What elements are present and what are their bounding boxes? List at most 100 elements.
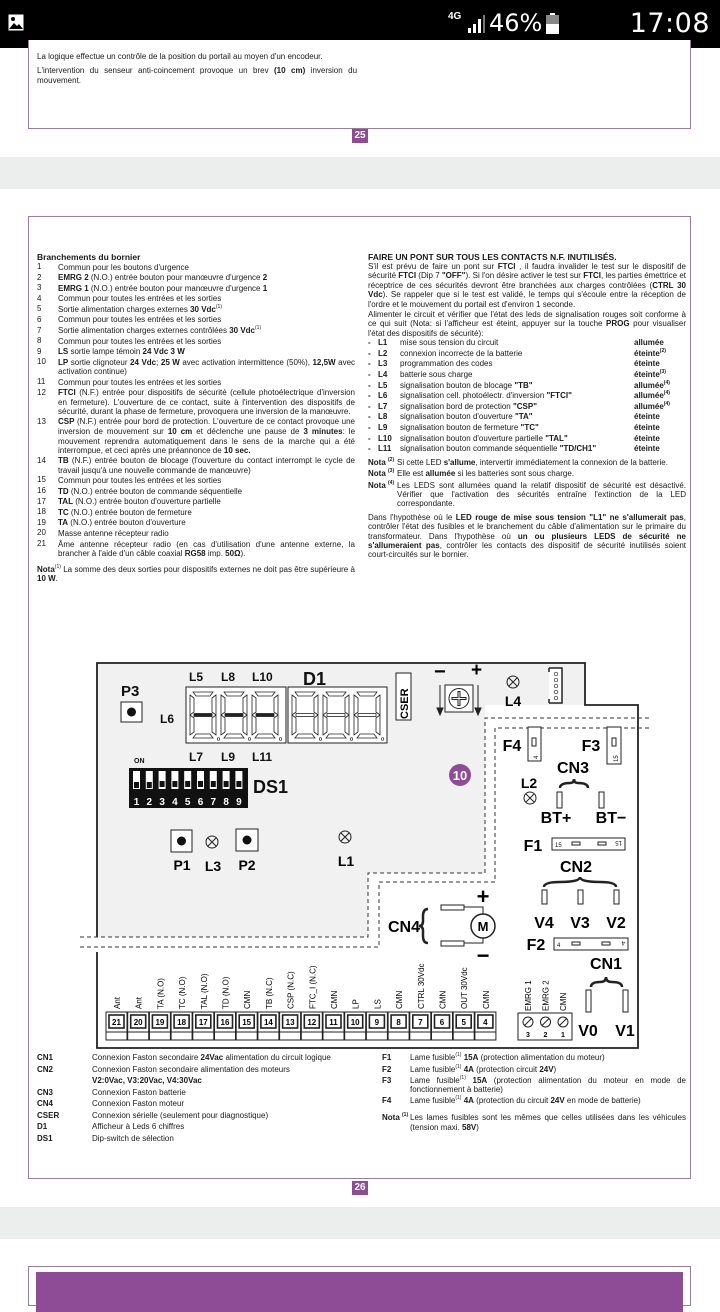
terminal-number: 8	[396, 1018, 401, 1027]
motor-minus: −	[477, 943, 490, 968]
legend-key: F3	[382, 1076, 392, 1085]
item-text: Masse antenne récepteur radio	[58, 528, 169, 538]
terminal-number: 11	[329, 1018, 338, 1027]
decimal-point	[278, 737, 283, 741]
terminal-label: TAL (N.O)	[200, 973, 209, 1009]
dip-number: 1	[134, 797, 140, 808]
dip-lever	[198, 781, 203, 787]
terminal-screw	[477, 1014, 494, 1029]
item-text: Commun pour toutes les entrées et les so…	[58, 377, 222, 387]
dip-switch-7	[209, 771, 217, 789]
terminal-label: Ant	[135, 996, 144, 1009]
led-code: L7	[378, 401, 388, 411]
terminal-number: 5	[461, 1018, 466, 1027]
signal-icon	[468, 15, 485, 33]
item-text: TA (N.O.) entrée bouton d'ouverture	[58, 518, 186, 528]
fuse-f1-rating: 15	[615, 839, 622, 845]
bullet: -	[368, 391, 371, 401]
legend-text: Lame fusible(1) 15A (protection alimenta…	[410, 1052, 605, 1063]
legend-key	[37, 1075, 92, 1087]
label-f4: F4	[503, 738, 522, 755]
nota-row: Nota (2)Si cette LED s'allume, intervert…	[368, 457, 686, 467]
screw-slot	[524, 1018, 532, 1026]
label-l3: L3	[205, 858, 222, 874]
paragraph: Alimenter le circuit et vérifier que l'é…	[368, 310, 686, 338]
legend-text: Dip-switch de sélection	[92, 1133, 174, 1143]
dip-number: 2	[147, 797, 153, 808]
label-l8: L8	[221, 670, 235, 684]
bullet: -	[368, 338, 371, 348]
item-number: 6	[37, 314, 42, 324]
terminal-number: 19	[155, 1018, 164, 1027]
segment-middle	[295, 713, 315, 717]
terminal-number: 13	[286, 1018, 295, 1027]
dip-lever	[146, 782, 152, 788]
nota-text: Si cette LED s'allume, intervertir imméd…	[397, 457, 668, 467]
emrg-terminal-number: 2	[544, 1032, 548, 1039]
led-description: mise sous tension du circuit	[400, 338, 499, 348]
led-code: L10	[378, 433, 392, 443]
label-l7: L7	[189, 750, 203, 764]
bullet: -	[368, 412, 371, 422]
led-state: allumée(4)	[634, 400, 670, 411]
legend-key: F4	[382, 1095, 392, 1105]
item-number: 3	[37, 283, 42, 293]
item-number: 8	[37, 336, 42, 346]
item-text: EMRG 2 (N.O.) entrée bouton pour manœuvr…	[58, 273, 268, 283]
terminal-label: CMN	[439, 991, 448, 1009]
legend-text: Connexion Faston moteur	[92, 1099, 185, 1108]
terminal-label: Ant	[113, 996, 122, 1009]
motor-plus: +	[477, 884, 490, 909]
terminal-screw	[368, 1014, 386, 1029]
fuse-f3-rating: 15	[614, 755, 620, 762]
bullet: -	[368, 423, 371, 432]
label-v3: V3	[570, 915, 590, 932]
segment-middle	[326, 713, 346, 717]
bullet: -	[368, 401, 371, 411]
terminal-base	[279, 1031, 302, 1041]
item-number: 13	[37, 416, 46, 426]
dashed-boundary	[80, 717, 650, 938]
item-text: Commun pour toutes les entrées et les so…	[58, 315, 222, 325]
page-number: 25	[352, 129, 368, 143]
paragraph: La logique effectue un contrôle de la po…	[37, 52, 323, 61]
dip-number: 9	[236, 797, 242, 808]
clock: 17:08	[629, 8, 710, 39]
terminal-base	[322, 1031, 345, 1041]
terminal-base	[105, 1031, 128, 1041]
terminal-label: TB (N.C)	[265, 977, 274, 1009]
led-code: L2	[378, 348, 388, 358]
label-l1: L1	[338, 853, 355, 869]
circuit-board-diagram: P3 L5 L8 L10 D1 L6 L7 L9 L11 ON DS1 CSER…	[80, 660, 650, 1049]
item-number: 19	[37, 517, 46, 527]
led-description: signalisation cell. photoélectr. d'inver…	[400, 391, 572, 401]
emrg-terminal-label: EMRG 1	[524, 980, 533, 1011]
bullet: -	[368, 370, 371, 380]
item-number: 20	[37, 528, 46, 538]
nota-row: Nota (3)Elle est allumée si les batterie…	[368, 469, 686, 479]
pin-v1	[622, 989, 629, 1013]
label-f2: F2	[527, 937, 546, 954]
terminal-number: 9	[375, 1018, 380, 1027]
legend-text: Afficheur à Leds 6 chiffres	[92, 1122, 185, 1131]
terminal-base	[148, 1031, 171, 1041]
dip-switch-4	[171, 771, 179, 789]
led-state: éteinte	[634, 359, 660, 369]
seven-segment-digit	[291, 691, 323, 741]
pin-bt-plus	[556, 791, 563, 809]
segment-outline	[220, 691, 248, 739]
